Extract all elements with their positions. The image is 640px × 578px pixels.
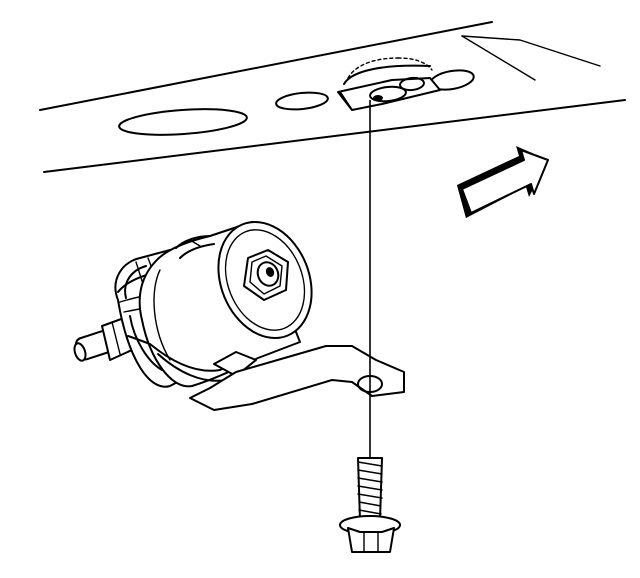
- panel-slot-middle: [275, 91, 329, 111]
- frame-rail-panel: [39, 21, 626, 173]
- panel-slot-left: [118, 108, 248, 136]
- fuel-filter-bracket: [189, 345, 405, 411]
- fuel-filter: [73, 220, 405, 411]
- mounting-bolt: [339, 457, 401, 553]
- vehicle-front-arrow-icon: [457, 146, 549, 218]
- fuel-filter-inlet-hex-fitting: [243, 249, 289, 301]
- frame-weld-nut: [337, 57, 441, 111]
